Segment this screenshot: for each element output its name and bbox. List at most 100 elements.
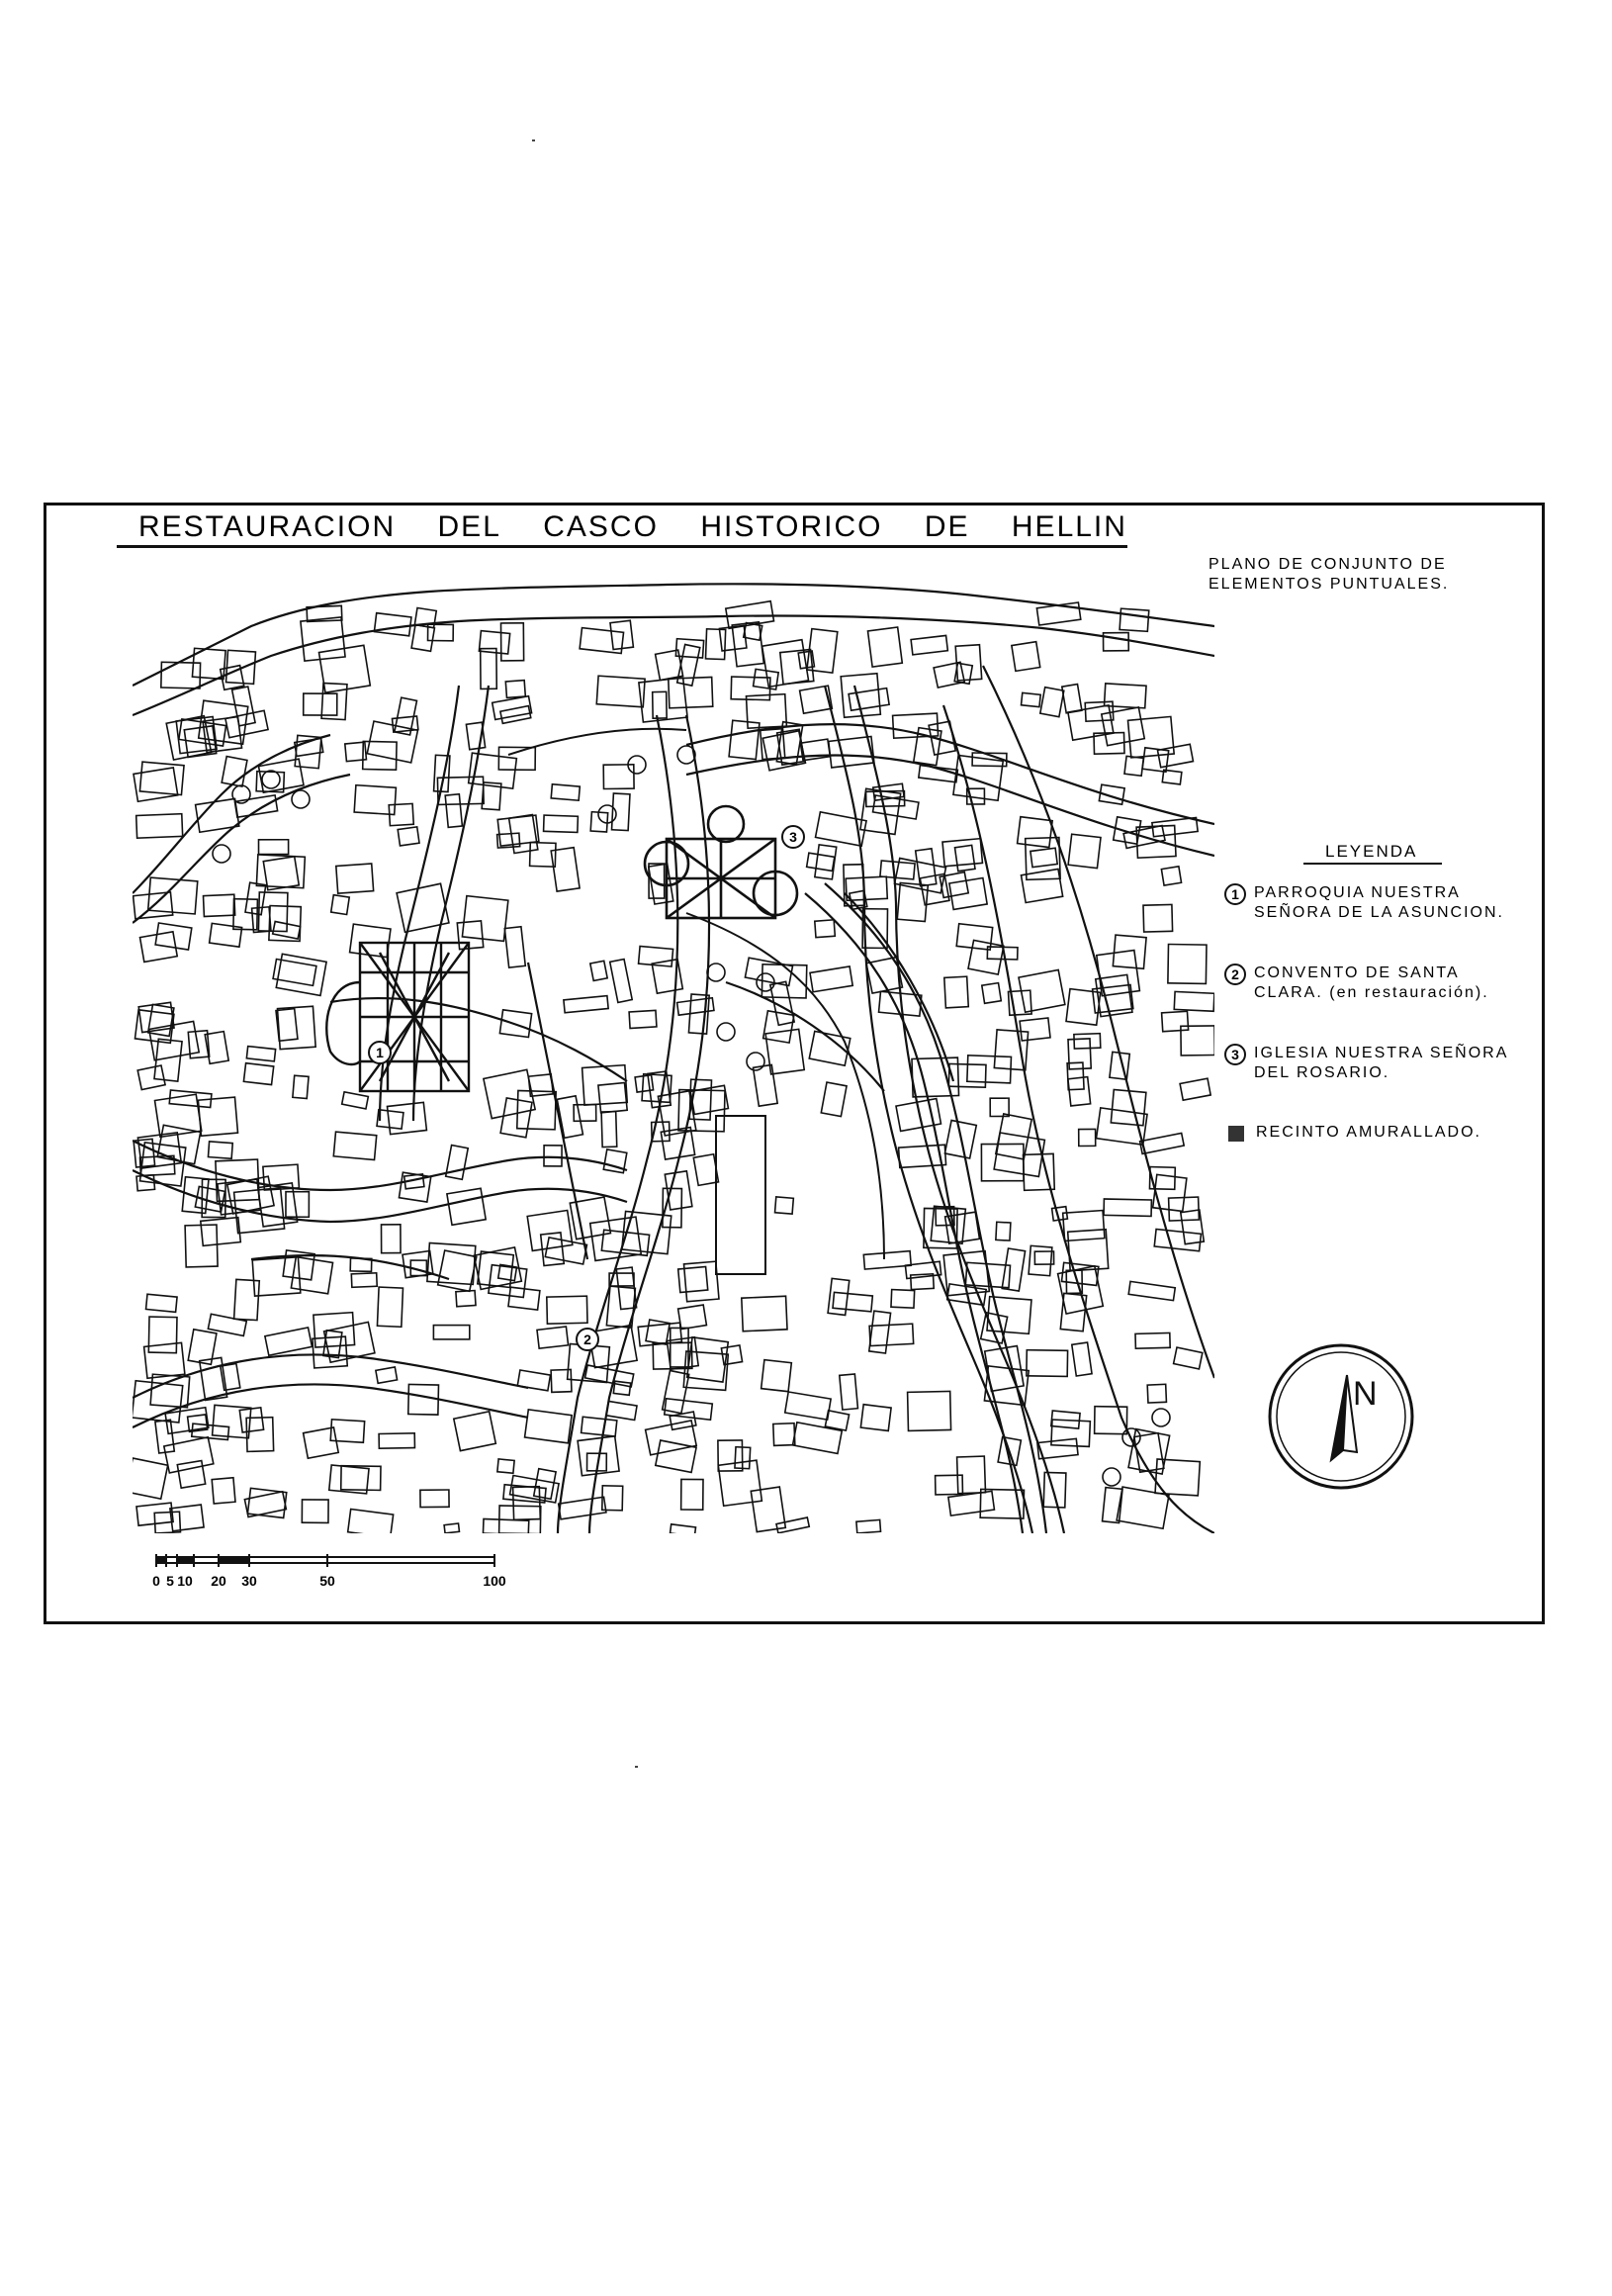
city-block <box>783 1391 833 1422</box>
city-block <box>954 643 983 682</box>
city-block <box>971 752 1008 768</box>
city-block <box>186 1414 209 1433</box>
city-block <box>669 1522 697 1533</box>
city-block <box>986 946 1019 961</box>
city-block <box>952 754 1005 802</box>
city-block <box>947 1062 987 1089</box>
legend-line: CLARA. (en restauración). <box>1254 984 1489 1001</box>
city-block <box>843 863 865 907</box>
city-block <box>426 623 455 642</box>
city-block <box>556 1094 584 1140</box>
tree-icon <box>706 963 726 982</box>
city-block <box>445 1187 488 1227</box>
city-block <box>1127 1280 1177 1302</box>
city-block <box>251 1255 302 1297</box>
city-block <box>896 881 930 923</box>
city-block <box>476 1250 515 1289</box>
city-block <box>396 882 450 934</box>
city-block <box>660 1126 696 1160</box>
city-block <box>965 787 986 805</box>
city-block <box>1024 836 1061 881</box>
city-block <box>651 690 668 720</box>
city-block <box>393 696 418 736</box>
city-block <box>511 1485 542 1521</box>
city-block <box>675 643 701 688</box>
city-block <box>814 810 867 848</box>
city-block <box>967 939 1005 975</box>
city-block <box>1073 1032 1102 1050</box>
city-block <box>685 1335 730 1383</box>
city-block <box>159 661 202 689</box>
city-block <box>717 1439 744 1472</box>
city-block <box>272 958 317 987</box>
city-block <box>764 1028 806 1075</box>
city-block <box>329 1418 366 1444</box>
legend-text: CONVENTO DE SANTA CLARA. (en restauració… <box>1254 964 1489 1003</box>
city-block <box>221 755 248 787</box>
city-block <box>204 1030 230 1065</box>
city-block <box>498 704 532 725</box>
tree-icon <box>597 804 617 824</box>
city-block <box>914 847 938 887</box>
city-block <box>674 637 705 659</box>
city-block <box>1154 1458 1202 1497</box>
city-block <box>198 1356 228 1402</box>
city-block <box>215 1158 260 1203</box>
city-block <box>1010 640 1041 673</box>
city-block <box>275 1007 299 1043</box>
city-block <box>993 1029 1030 1071</box>
city-block <box>482 1517 530 1533</box>
tree-icon <box>1151 1408 1171 1427</box>
city-block <box>610 792 631 832</box>
city-block <box>1098 783 1126 806</box>
city-block <box>1067 1038 1093 1070</box>
city-block <box>432 754 451 793</box>
city-block <box>1180 1025 1214 1056</box>
legend-text: IGLESIA NUESTRA SEÑORA DEL ROSARIO. <box>1254 1044 1508 1083</box>
city-block <box>1132 1431 1165 1474</box>
city-block <box>805 852 836 872</box>
city-block <box>302 1425 340 1460</box>
city-block <box>808 1030 851 1067</box>
city-block <box>742 621 763 642</box>
city-block <box>1026 1348 1069 1378</box>
city-block <box>1035 601 1082 626</box>
city-block <box>300 616 346 662</box>
city-block <box>507 1286 541 1311</box>
city-block <box>919 872 950 906</box>
city-block <box>995 1221 1012 1241</box>
city-block <box>436 776 485 806</box>
city-block <box>138 1154 176 1177</box>
city-block <box>1103 683 1147 709</box>
legend-line: PARROQUIA NUESTRA <box>1254 884 1461 901</box>
city-block <box>238 1406 265 1433</box>
city-block <box>608 958 634 1004</box>
legend-item-2: 2 CONVENTO DE SANTA CLARA. (en restaurac… <box>1224 964 1489 1003</box>
city-block <box>761 638 810 689</box>
title-underline <box>117 545 1127 548</box>
city-block <box>768 980 796 1027</box>
tree-icon <box>716 1022 736 1042</box>
city-block <box>1101 1486 1123 1524</box>
city-block <box>497 746 537 772</box>
city-block <box>146 1003 175 1038</box>
city-block <box>275 953 328 997</box>
city-block <box>349 1257 373 1273</box>
city-block <box>966 1054 1013 1084</box>
city-block <box>704 627 727 661</box>
city-block <box>760 1358 793 1393</box>
city-block <box>580 1416 618 1437</box>
city-block <box>1172 1346 1204 1370</box>
city-block <box>257 838 290 856</box>
city-block <box>730 676 771 701</box>
city-block <box>467 752 518 789</box>
city-block <box>620 1210 672 1255</box>
city-block <box>184 1224 219 1268</box>
city-block <box>444 792 464 829</box>
city-block <box>612 1380 632 1397</box>
city-block <box>406 1383 440 1416</box>
map-subtitle: PLANO DE CONJUNTO DE ELEMENTOS PUNTUALES… <box>1209 555 1525 595</box>
city-block <box>980 981 1003 1005</box>
city-block <box>133 1457 169 1501</box>
city-block <box>840 672 882 719</box>
